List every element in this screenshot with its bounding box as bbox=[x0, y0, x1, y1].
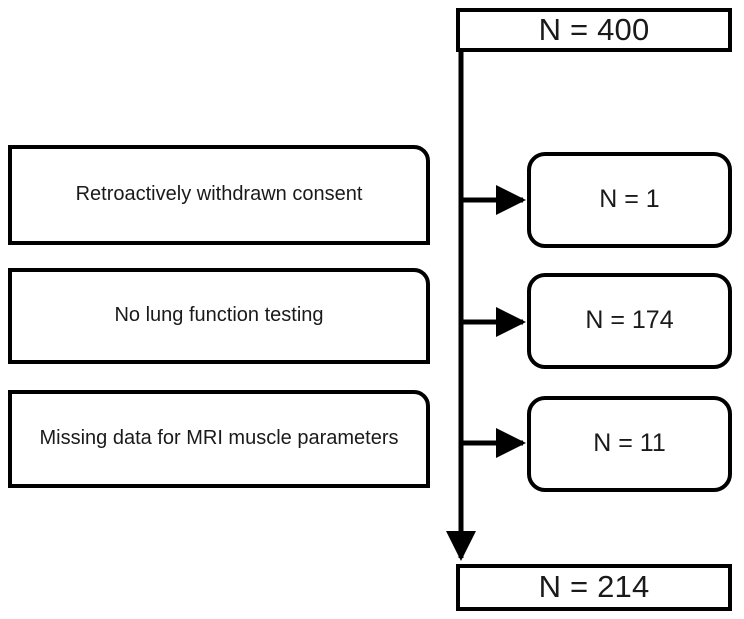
exclusion-reason-box-1: Retroactively withdrawn consent bbox=[8, 145, 430, 245]
analyzed-total-label: N = 214 bbox=[538, 569, 650, 605]
exclusion-count-box-1: N = 1 bbox=[527, 152, 732, 248]
analyzed-total-box: N = 214 bbox=[456, 564, 732, 611]
exclusion-reason-label-1: Retroactively withdrawn consent bbox=[75, 183, 363, 206]
exclusion-count-label-1: N = 1 bbox=[599, 185, 660, 214]
enrolled-total-label: N = 400 bbox=[538, 11, 650, 47]
exclusion-reason-label-3: Missing data for MRI muscle parameters bbox=[39, 427, 399, 450]
exclusion-count-label-2: N = 174 bbox=[585, 306, 674, 335]
exclusion-reason-box-3: Missing data for MRI muscle parameters bbox=[8, 390, 430, 488]
exclusion-reason-box-2: No lung function testing bbox=[8, 268, 430, 364]
enrolled-total-box: N = 400 bbox=[456, 8, 732, 52]
exclusion-count-box-3: N = 11 bbox=[527, 396, 732, 492]
exclusion-count-label-3: N = 11 bbox=[593, 429, 666, 458]
exclusion-count-box-2: N = 174 bbox=[527, 273, 732, 369]
exclusion-reason-label-2: No lung function testing bbox=[114, 304, 324, 327]
